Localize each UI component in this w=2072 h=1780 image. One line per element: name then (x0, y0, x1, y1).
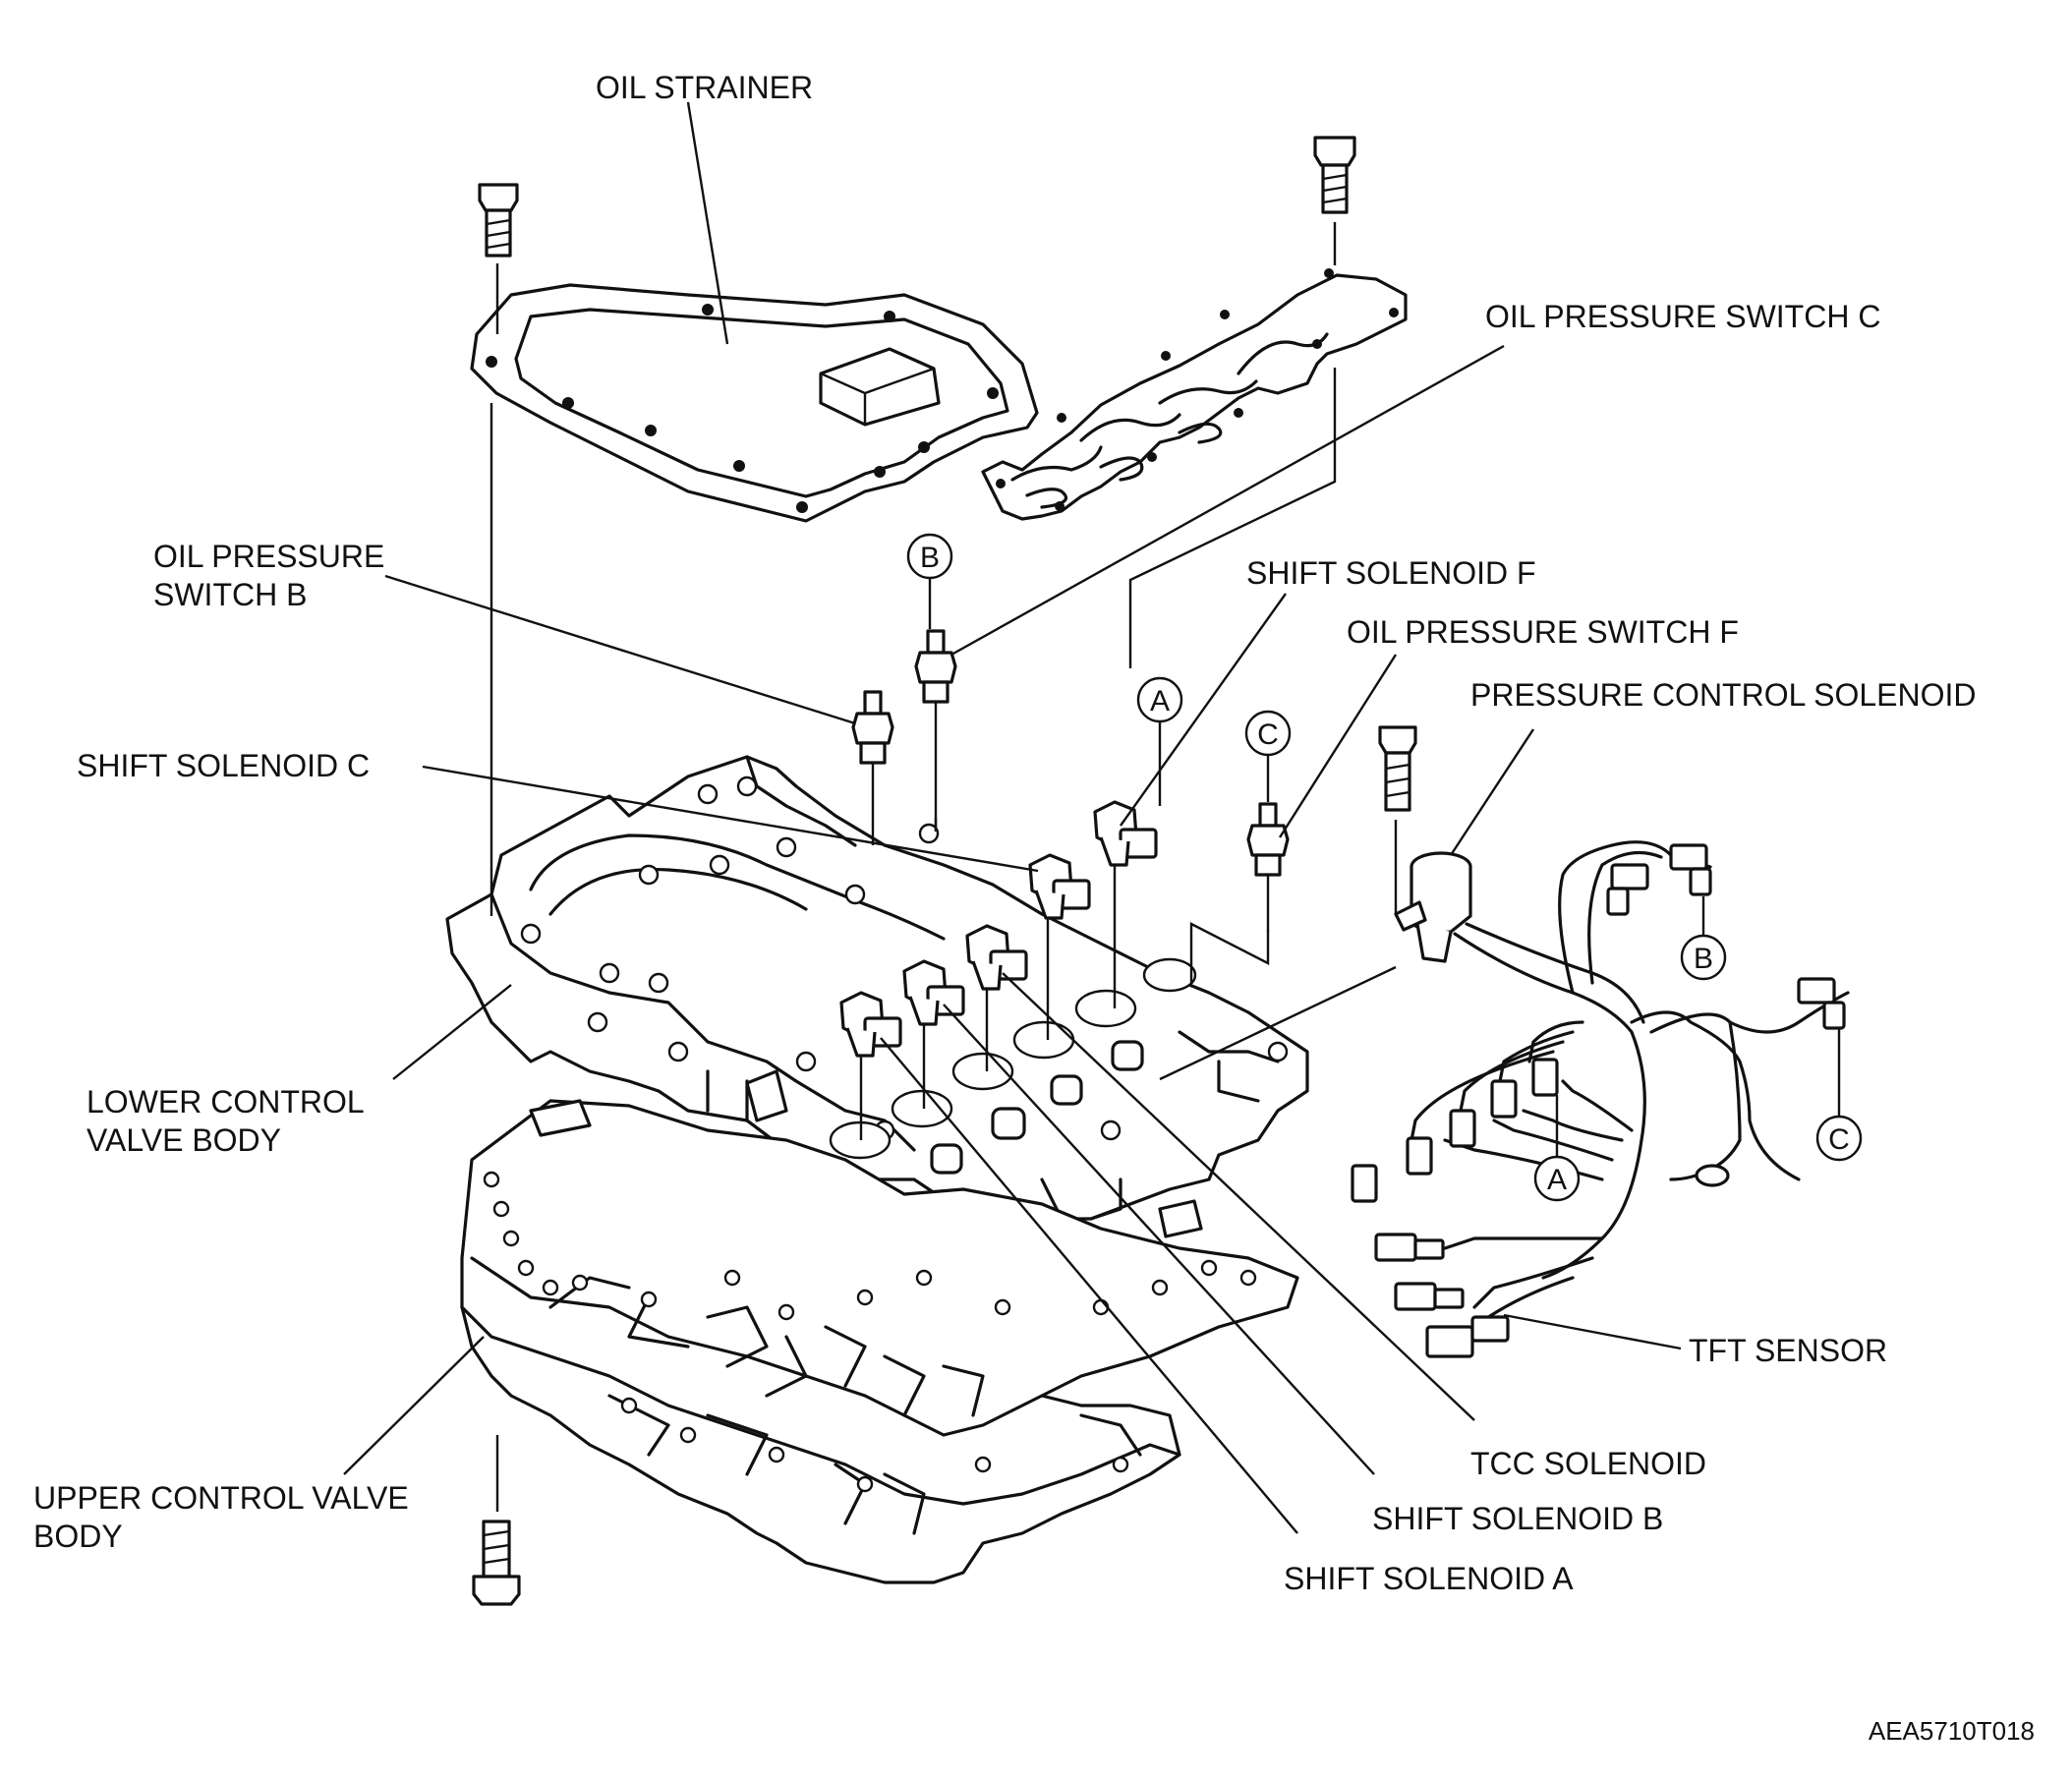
oil-pressure-switch-c (914, 629, 957, 832)
solenoid-b (902, 959, 965, 1109)
solenoid-seats (829, 957, 1197, 1160)
bolt-top-left (478, 183, 519, 258)
separator-plate-holes (483, 1171, 1257, 1493)
callout-b-harness: B (1680, 896, 1727, 981)
pressure-control-solenoid (1394, 851, 1472, 963)
label-pressure-control-solenoid: PRESSURE CONTROL SOLENOID (1470, 677, 1976, 713)
label-oil-pressure-switch-c: OIL PRESSURE SWITCH C (1485, 299, 1880, 334)
callout-b-upper: B (906, 533, 953, 629)
label-lower-control-valve-body-line1: LOWER CONTROL (86, 1084, 365, 1120)
assembly-guide-lines (489, 222, 1398, 1512)
label-tft-sensor: TFT SENSOR (1689, 1333, 1887, 1368)
solenoid-tcc (965, 924, 1028, 1071)
bolt-pcs (1378, 725, 1417, 812)
svg-text:A: A (1150, 685, 1170, 718)
label-lower-control-valve-body-line2: VALVE BODY (86, 1122, 281, 1158)
upper-control-valve-body (460, 1099, 1299, 1584)
label-shift-solenoid-c: SHIFT SOLENOID C (77, 748, 370, 783)
label-shift-solenoid-a: SHIFT SOLENOID A (1284, 1561, 1574, 1596)
label-oil-pressure-switch-b-line1: OIL PRESSURE (153, 539, 384, 574)
gasket-plate (981, 268, 1408, 521)
label-oil-strainer: OIL STRAINER (596, 70, 813, 105)
leader-lines (343, 101, 1682, 1534)
harness-connectors (1351, 843, 1846, 1358)
label-upper-control-valve-body-line2: BODY (33, 1519, 123, 1554)
oil-strainer (470, 283, 1039, 523)
callout-c-harness: C (1815, 1028, 1863, 1162)
svg-text:B: B (1694, 943, 1713, 975)
gasket-holes (996, 268, 1399, 511)
svg-text:C: C (1828, 1123, 1850, 1156)
callout-c-upper: C (1244, 710, 1292, 802)
label-shift-solenoid-f: SHIFT SOLENOID F (1246, 555, 1536, 591)
oil-pressure-switch-f (1246, 802, 1290, 932)
solenoid-c (1028, 853, 1091, 1040)
svg-text:C: C (1257, 718, 1279, 751)
oil-pressure-switch-b (851, 690, 894, 845)
solenoid-a (839, 991, 902, 1140)
figure-code: AEA5710T018 (1869, 1716, 2035, 1746)
lower-body-bolt-holes (520, 775, 1289, 1249)
bolt-bottom (472, 1520, 521, 1606)
label-shift-solenoid-b: SHIFT SOLENOID B (1372, 1501, 1663, 1536)
label-upper-control-valve-body-line1: UPPER CONTROL VALVE (33, 1480, 409, 1516)
check-balls (745, 1040, 1144, 1175)
callout-a-upper: A (1136, 676, 1183, 806)
solenoid-f (1093, 800, 1158, 1008)
part-labels: OIL STRAINER OIL PRESSURE SWITCH C OIL P… (33, 70, 2035, 1746)
svg-text:B: B (920, 542, 940, 574)
svg-text:A: A (1547, 1164, 1567, 1196)
label-oil-pressure-switch-f: OIL PRESSURE SWITCH F (1347, 614, 1739, 650)
label-tcc-solenoid: TCC SOLENOID (1470, 1446, 1706, 1481)
callout-a-harness: A (1533, 1095, 1581, 1202)
wiring-harness (1351, 840, 1850, 1358)
label-oil-pressure-switch-b-line2: SWITCH B (153, 577, 307, 612)
bolt-top-right (1313, 136, 1356, 214)
strainer-bolt-holes (486, 304, 999, 513)
